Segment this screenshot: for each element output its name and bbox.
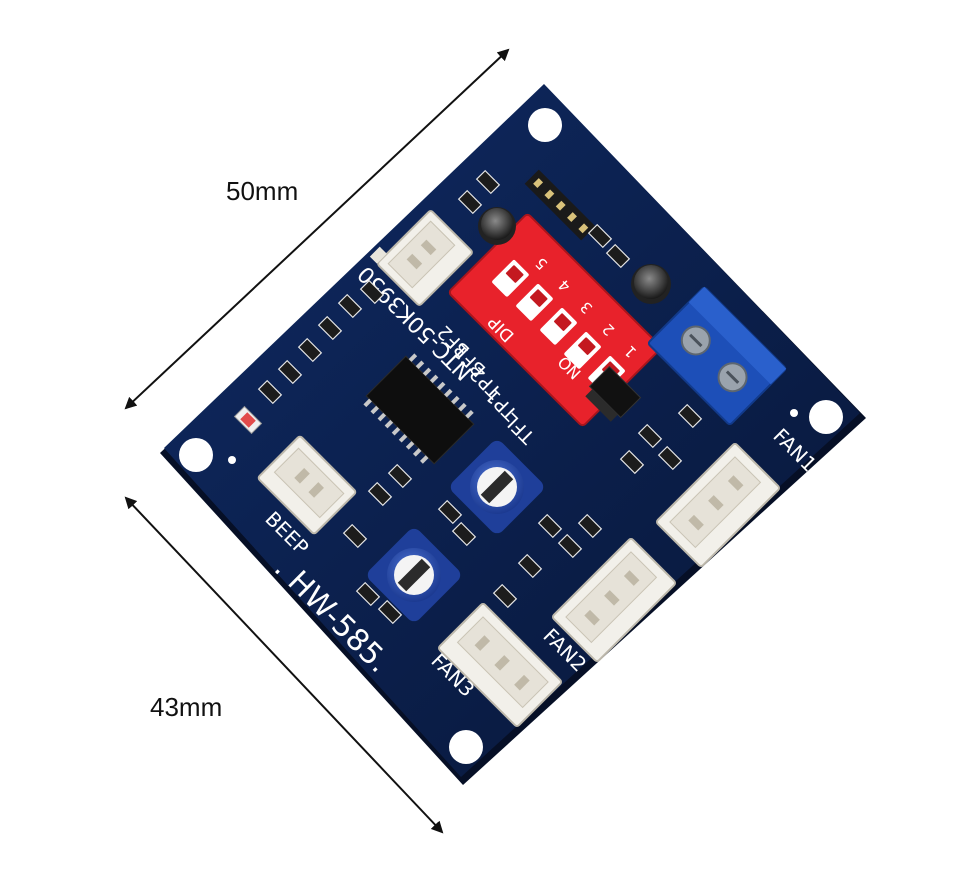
beep-connector[interactable] (257, 435, 357, 535)
fan2-connector[interactable] (552, 538, 676, 662)
height-dimension-arrow (124, 496, 444, 834)
via-dot (228, 456, 236, 464)
mounting-hole-left (179, 438, 213, 472)
pin-header (524, 169, 596, 241)
fan1-connector[interactable] (656, 443, 780, 567)
potentiometer-1[interactable] (448, 438, 547, 537)
via-dot (790, 409, 798, 417)
ntc-connector[interactable] (369, 203, 473, 306)
regulator (585, 365, 642, 422)
power-terminal-block[interactable] (647, 286, 787, 426)
status-led (233, 405, 263, 435)
width-dimension-arrow (124, 48, 510, 410)
mounting-hole-top (528, 108, 562, 142)
controller-ic (363, 353, 475, 465)
mounting-hole-bottom (449, 730, 483, 764)
mounting-hole-right (809, 400, 843, 434)
pcb-board (164, 84, 860, 777)
potentiometer-2[interactable] (365, 526, 464, 625)
capacitor-c1 (478, 207, 516, 245)
smd-components (257, 169, 703, 625)
fan3-connector[interactable] (438, 603, 562, 727)
capacitor-c2 (631, 264, 671, 304)
